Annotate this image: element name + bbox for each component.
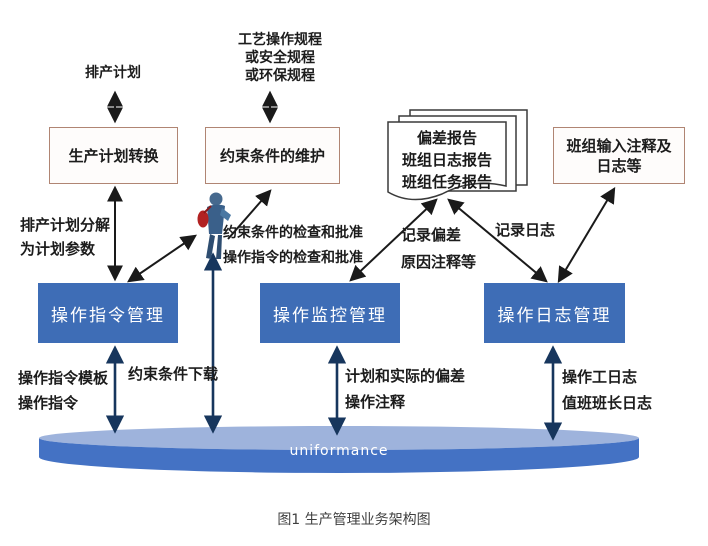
report-stack-line3: 班组任务报告	[401, 173, 492, 191]
box-monitor-mgmt: 操作监控管理	[260, 283, 400, 343]
label-constraint-download: 约束条件下载	[128, 365, 219, 383]
label-record-deviation-line1: 记录偏差	[401, 226, 462, 244]
label-plan-actual-line2: 操作注释	[345, 393, 406, 411]
label-check-approve-line1: 约束条件的检查和批准	[223, 225, 363, 241]
box-team-input-line2: 日志等	[596, 156, 642, 175]
arrow-logmgmt-teaminput	[557, 186, 616, 284]
box-instruction-mgmt: 操作指令管理	[38, 283, 178, 343]
label-operator-log-line2: 值班班长日志	[562, 394, 653, 412]
report-stack-line1: 偏差报告	[416, 129, 477, 147]
box-log-mgmt-label: 操作日志管理	[497, 305, 612, 326]
box-plan-convert: 生产计划转换	[49, 127, 178, 184]
label-instr-template-line2: 操作指令	[18, 394, 79, 412]
platform-name: uniformance	[289, 443, 389, 459]
uniformance-disk	[39, 426, 639, 473]
label-operator-log-line1: 操作工日志	[562, 368, 638, 386]
box-log-mgmt: 操作日志管理	[484, 283, 625, 343]
label-plan-decompose: 排产计划分解 为计划参数	[20, 213, 110, 261]
report-stack-text: 偏差报告 班组日志报告 班组任务报告	[386, 127, 508, 193]
label-regulations-line2: 或安全规程	[245, 50, 315, 66]
box-constraint-maintain-label: 约束条件的维护	[219, 146, 325, 165]
label-plan-actual: 计划和实际的偏差 操作注释	[345, 363, 465, 415]
label-check-approve: 约束条件的检查和批准 操作指令的检查和批准	[223, 221, 363, 271]
arrow-monitor-stack	[349, 198, 438, 282]
arrow-instruction-person	[127, 234, 197, 283]
report-stack	[387, 109, 528, 201]
label-instr-template: 操作指令模板 操作指令	[18, 366, 108, 416]
box-team-input-line1: 班组输入注释及	[566, 136, 672, 155]
label-record-deviation: 记录偏差 原因注释等	[401, 222, 476, 276]
label-plan-actual-line1: 计划和实际的偏差	[345, 367, 466, 385]
label-schedule-plan: 排产计划	[85, 65, 141, 81]
label-record-log: 记录日志	[495, 221, 556, 239]
label-record-deviation-line2: 原因注释等	[401, 253, 477, 271]
label-plan-decompose-line2: 为计划参数	[20, 240, 96, 258]
label-plan-decompose-line1: 排产计划分解	[20, 216, 111, 234]
box-plan-convert-label: 生产计划转换	[68, 146, 159, 165]
box-monitor-mgmt-label: 操作监控管理	[273, 305, 387, 326]
label-regulations-line1: 工艺操作规程	[238, 32, 322, 48]
arrow-stack-logmgmt	[447, 198, 548, 283]
label-operator-log: 操作工日志 值班班长日志	[562, 364, 652, 416]
label-regulations-line3: 或环保规程	[245, 68, 315, 84]
box-instruction-mgmt-label: 操作指令管理	[51, 305, 165, 326]
person-icon	[197, 192, 231, 259]
label-regulations: 工艺操作规程 或安全规程 或环保规程	[225, 31, 335, 85]
label-check-approve-line2: 操作指令的检查和批准	[223, 250, 363, 266]
figure-caption: 图1 生产管理业务架构图	[277, 512, 431, 528]
report-stack-line2: 班组日志报告	[401, 151, 492, 169]
label-instr-template-line1: 操作指令模板	[18, 369, 109, 387]
arrow-person-constraint	[227, 189, 272, 240]
box-constraint-maintain: 约束条件的维护	[205, 127, 340, 184]
box-team-input: 班组输入注释及 日志等	[553, 127, 685, 184]
